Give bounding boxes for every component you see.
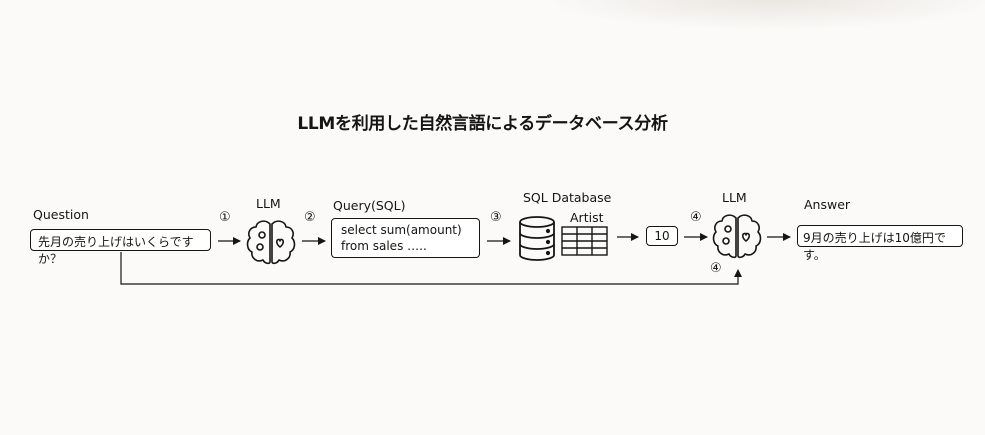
- database-icon: [519, 216, 555, 261]
- brain-icon: [712, 214, 762, 259]
- result-box: 10: [646, 226, 678, 246]
- step-4-marker-lower: ④: [710, 261, 722, 276]
- query-label: Query(SQL): [333, 198, 406, 213]
- step-4-marker: ④: [690, 210, 702, 225]
- query-box: select sum(amount) from sales …..: [331, 218, 480, 258]
- database-label: SQL Database: [523, 190, 612, 205]
- question-box: 先月の売り上げはいくらですか？: [30, 229, 211, 266]
- table-label: Artist: [570, 210, 604, 225]
- diagram-title: LLMを利用した自然言語によるデータベース分析: [297, 114, 668, 134]
- question-label: Question: [33, 207, 89, 222]
- answer-label: Answer: [804, 197, 851, 212]
- header-decoration: [540, 0, 985, 30]
- llm-label: LLM: [722, 190, 747, 205]
- query-line-2: from sales …..: [341, 239, 427, 253]
- answer-text: 9月の売り上げは10億円です。: [803, 231, 946, 262]
- query-line-1: select sum(amount): [341, 223, 462, 237]
- brain-icon: [246, 220, 296, 265]
- question-text: 先月の売り上げはいくらですか？: [38, 235, 194, 266]
- step-2-marker: ②: [304, 210, 316, 225]
- arrow-question-bypass: [120, 252, 742, 285]
- step-3-marker: ③: [490, 210, 502, 225]
- llm-label: LLM: [256, 196, 281, 211]
- answer-box: 9月の売り上げは10億円です。: [797, 225, 963, 262]
- step-1-marker: ①: [219, 210, 231, 225]
- result-value: 10: [654, 229, 670, 243]
- table-icon: [561, 226, 608, 256]
